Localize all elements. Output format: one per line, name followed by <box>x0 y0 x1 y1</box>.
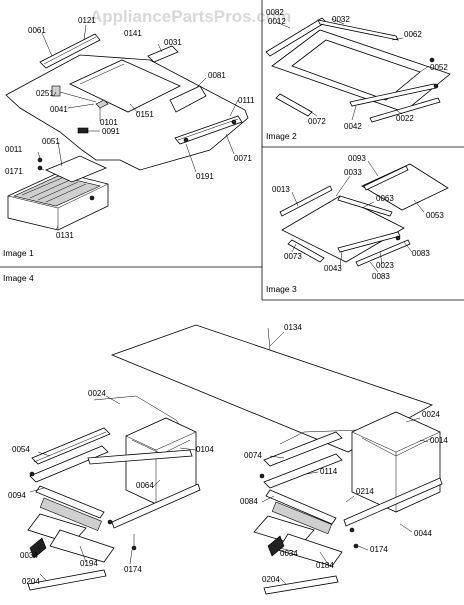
part-label-0171: 0171 <box>5 167 23 176</box>
panel-title-image2: Image 2 <box>266 131 297 141</box>
part-label-0111: 0111 <box>238 96 255 105</box>
image2-drawing <box>265 17 451 123</box>
part-label-0084: 0084 <box>240 497 258 506</box>
panel-title-image3: Image 3 <box>266 284 297 294</box>
part-label-0072: 0072 <box>308 117 326 126</box>
part-label-0083-b: 0083 <box>372 272 390 281</box>
part-label-0091: 0091 <box>102 127 120 136</box>
image4-leaders <box>29 331 429 585</box>
part-label-0184: 0184 <box>316 561 334 570</box>
part-label-0073: 0073 <box>284 252 302 261</box>
part-label-0041: 0041 <box>50 105 68 114</box>
part-label-0104: 0104 <box>196 445 214 454</box>
part-label-0121: 0121 <box>78 16 96 25</box>
part-label-0114: 0114 <box>320 467 338 476</box>
part-label-0051: 0051 <box>42 137 60 146</box>
part-label-0214: 0214 <box>356 487 374 496</box>
part-label-0134: 0134 <box>284 323 302 332</box>
part-label-0074: 0074 <box>244 451 262 460</box>
part-label-0094: 0094 <box>8 491 26 500</box>
part-label-0031: 0031 <box>164 38 182 47</box>
image3-labels: 0093 0033 0013 0063 0053 0073 0043 0023 … <box>272 154 444 281</box>
part-label-0011: 0011 <box>5 145 23 154</box>
part-label-0054: 0054 <box>12 445 30 454</box>
part-label-0082: 0082 <box>266 8 284 17</box>
part-label-0044: 0044 <box>414 529 432 538</box>
part-label-0063: 0063 <box>376 194 394 203</box>
part-label-0043: 0043 <box>324 264 342 273</box>
panel-title-image4: Image 4 <box>3 273 34 283</box>
image2-labels: 0082 0012 0032 0062 0052 0072 0042 0022 <box>266 8 448 131</box>
part-label-0053: 0053 <box>426 211 444 220</box>
part-label-0032: 0032 <box>332 15 350 24</box>
part-label-0071: 0071 <box>234 154 252 163</box>
part-label-0023: 0023 <box>376 261 394 270</box>
part-label-0101: 0101 <box>100 118 118 127</box>
part-label-0083-a: 0083 <box>412 249 430 258</box>
part-label-0061: 0061 <box>28 26 46 35</box>
part-label-0024-right: 0024 <box>422 410 440 419</box>
part-label-0014: 0014 <box>430 436 448 445</box>
part-label-0081: 0081 <box>208 71 226 80</box>
part-label-0034-right: 0034 <box>280 549 298 558</box>
part-label-0034-left: 0034 <box>20 551 38 560</box>
image3-drawing <box>279 163 449 267</box>
panel-title-image1: Image 1 <box>3 248 34 258</box>
image1-drawing <box>5 33 249 231</box>
part-label-0251: 0251 <box>36 89 54 98</box>
image3-leaders <box>291 160 425 273</box>
image2-leaders <box>275 18 430 121</box>
part-label-0052: 0052 <box>430 63 448 72</box>
part-label-0062: 0062 <box>404 30 422 39</box>
part-label-0131: 0131 <box>56 231 74 240</box>
part-label-0093: 0093 <box>348 154 366 163</box>
part-label-0204-right: 0204 <box>262 575 280 584</box>
image1-leaders <box>37 24 239 231</box>
part-label-0033: 0033 <box>344 168 362 177</box>
watermark: AppliancePartsPros.com <box>90 7 291 26</box>
part-label-0194: 0194 <box>80 559 98 568</box>
part-label-0042: 0042 <box>344 122 362 131</box>
part-label-0151: 0151 <box>136 110 154 119</box>
part-label-0012: 0012 <box>268 17 286 26</box>
part-label-0064: 0064 <box>136 481 154 490</box>
part-label-0024-left: 0024 <box>88 389 106 398</box>
part-label-0204-left: 0204 <box>22 577 40 586</box>
image4-labels: 0134 0024 0054 0104 0094 0064 0034 0194 … <box>8 323 448 586</box>
part-label-0174-right: 0174 <box>370 545 388 554</box>
part-label-0174-left: 0174 <box>124 565 142 574</box>
part-label-0191: 0191 <box>196 172 214 181</box>
part-label-0013: 0013 <box>272 185 290 194</box>
part-label-0141: 0141 <box>124 29 142 38</box>
image1-labels: 0061 0121 0141 0031 0081 0251 0041 0101 … <box>5 16 255 240</box>
image4-drawing <box>27 324 443 595</box>
part-label-0022: 0022 <box>396 114 414 123</box>
